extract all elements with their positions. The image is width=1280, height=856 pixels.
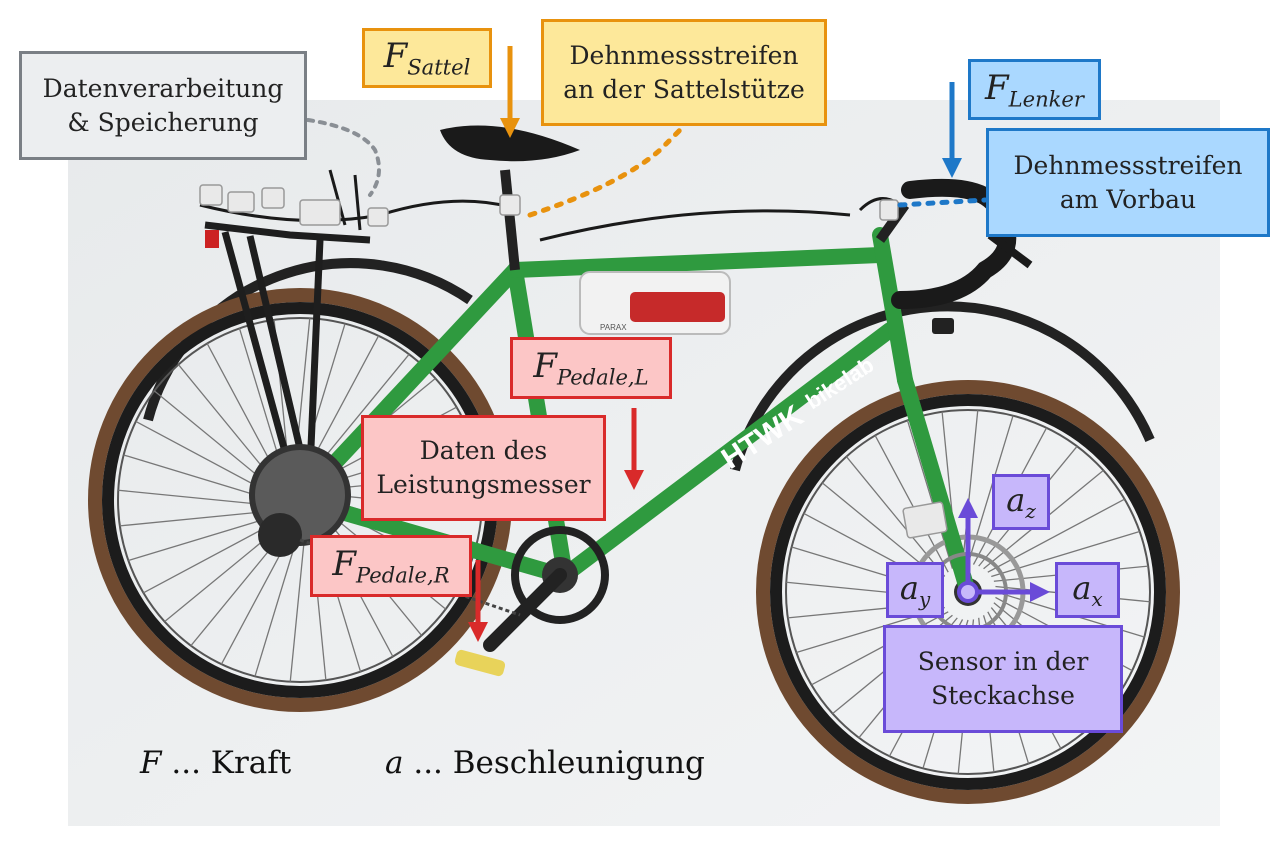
accel-x-label: ax bbox=[1055, 562, 1120, 618]
legend-acceleration: a ... Beschleunigung bbox=[385, 745, 705, 781]
spoke bbox=[143, 519, 281, 594]
accel-z-symbol: az bbox=[1006, 480, 1036, 523]
accel-y-label: ay bbox=[886, 562, 944, 618]
axle-sensor-text: Sensor in der Steckachse bbox=[917, 647, 1089, 710]
legend-force-text: Kraft bbox=[210, 745, 292, 781]
axle-sensor-label: Sensor in der Steckachse bbox=[883, 625, 1123, 733]
saddle-force-label: FSattel bbox=[362, 28, 492, 88]
spoke bbox=[135, 420, 273, 496]
saddle-force-symbol: FSattel bbox=[383, 36, 471, 80]
handlebar-force-symbol: FLenker bbox=[985, 67, 1084, 111]
front-fender bbox=[730, 301, 1155, 472]
rear-rack bbox=[204, 221, 371, 471]
legend-force: F ... Kraft bbox=[140, 745, 291, 781]
electronics-boxes bbox=[199, 184, 948, 539]
data-processing-text: Datenverarbeitung & Speicherung bbox=[42, 73, 284, 137]
spoke bbox=[123, 454, 273, 501]
accel-origin bbox=[957, 581, 979, 603]
pedal-left-force-symbol: FPedale,L bbox=[533, 346, 649, 390]
pedal-left-force-label: FPedale,L bbox=[510, 337, 672, 399]
accel-z-label: az bbox=[992, 474, 1050, 530]
saddle-strain-connector bbox=[527, 122, 688, 218]
pedal-right-force-symbol: FPedale,R bbox=[332, 544, 450, 588]
pedal-right-force-label: FPedale,R bbox=[310, 535, 472, 597]
legend-force-ellipsis: ... bbox=[171, 745, 201, 781]
data-processing-label: Datenverarbeitung & Speicherung bbox=[19, 51, 307, 160]
svg-text:PARAX: PARAX bbox=[600, 323, 627, 332]
accel-y-symbol: ay bbox=[899, 568, 931, 611]
saddle-strain-text: Dehnmessstreifen an der Sattelstütze bbox=[563, 40, 805, 104]
power-meter-text: Daten des Leistungsmesser bbox=[376, 436, 591, 499]
spoke bbox=[128, 514, 277, 562]
stem-strain-connector bbox=[897, 197, 988, 208]
spoke bbox=[289, 527, 307, 682]
legend-accel-text: Beschleunigung bbox=[452, 745, 705, 781]
saddle-strain-label: Dehnmessstreifen an der Sattelstütze bbox=[541, 19, 827, 126]
accel-x-symbol: ax bbox=[1072, 568, 1103, 611]
legend-accel-symbol: a bbox=[385, 745, 404, 781]
legend-accel-ellipsis: ... bbox=[413, 745, 443, 781]
processing-connector bbox=[306, 118, 381, 197]
legend-force-symbol: F bbox=[140, 745, 162, 781]
crankset bbox=[454, 526, 609, 677]
saddle bbox=[440, 125, 580, 162]
spoke bbox=[119, 510, 275, 527]
handlebar-force-label: FLenker bbox=[968, 59, 1101, 120]
stem-strain-text: Dehnmessstreifen am Vorbau bbox=[1013, 150, 1243, 214]
spoke bbox=[118, 489, 273, 507]
stem-strain-label: Dehnmessstreifen am Vorbau bbox=[986, 128, 1270, 237]
power-meter-label: Daten des Leistungsmesser bbox=[361, 415, 606, 521]
